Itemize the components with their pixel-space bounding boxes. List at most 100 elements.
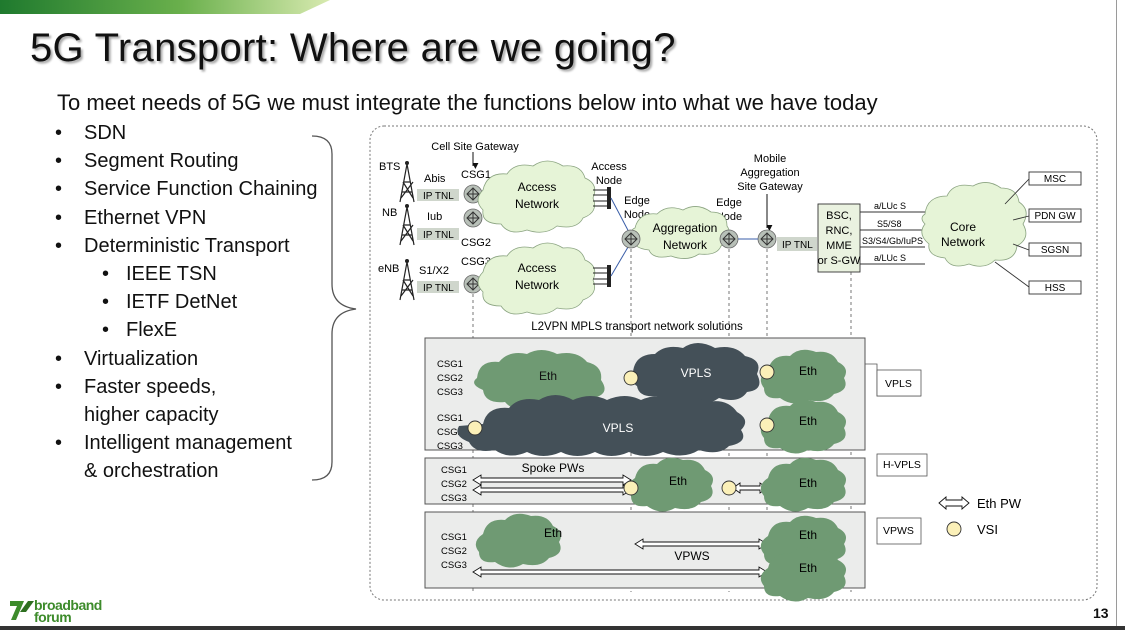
eth-label: Eth xyxy=(669,474,687,488)
mobile-agg-label-1: Mobile xyxy=(754,153,786,165)
ip-tnl-tag: IP TNL xyxy=(423,283,454,294)
bullet-text: Ethernet VPN xyxy=(84,206,207,229)
csg2-router-icon xyxy=(463,208,483,228)
bullet-dot: • xyxy=(55,234,63,257)
bts-label: BTS xyxy=(379,161,400,173)
slide-subtitle: To meet needs of 5G we must integrate th… xyxy=(57,90,878,115)
eth-label: Eth xyxy=(799,561,817,575)
access-network-label-2: Network xyxy=(515,278,560,292)
bullet-text: Deterministic Transport xyxy=(84,234,290,257)
bullet-dot: • xyxy=(55,206,63,229)
csg3-label: CSG3 xyxy=(437,441,463,452)
bullet-dot: • xyxy=(102,291,110,314)
msc-box xyxy=(1028,171,1082,186)
hss-box xyxy=(1028,280,1082,295)
csg1-label: CSG1 xyxy=(437,359,463,370)
legend-eth-pw: Eth PW xyxy=(977,496,1022,511)
svg-text:forum: forum xyxy=(34,609,71,624)
csg1-label: CSG1 xyxy=(441,465,467,476)
nb-tower-icon xyxy=(399,203,415,246)
aggregation-network-cloud xyxy=(631,206,731,259)
controller-label-4: or S-GW xyxy=(818,255,861,267)
access-network-label-2: Network xyxy=(515,197,560,211)
svg-text:broadband: broadband xyxy=(34,598,102,613)
iub-label: Iub xyxy=(427,211,442,223)
page-number: 13 xyxy=(1093,605,1109,621)
vpls-tag-label: VPLS xyxy=(885,378,912,390)
core-network-label-1: Core xyxy=(950,220,976,234)
vsi-icon xyxy=(467,420,483,436)
eth-label: Eth xyxy=(544,526,562,540)
vpws-tag xyxy=(876,517,922,545)
access-node-label-2: Node xyxy=(596,175,622,187)
eth-cloud xyxy=(760,349,846,404)
enb-tower-icon xyxy=(399,258,415,301)
bullet-text: SDN xyxy=(84,122,127,144)
access-network-cloud-2 xyxy=(477,242,596,315)
eth-pw-legend-icon xyxy=(938,496,970,510)
iface-label-1: a/LUc S xyxy=(874,201,906,211)
eth-cloud xyxy=(475,513,561,568)
bullet-text: & orchestration xyxy=(84,460,219,483)
h-vpls-tag-label: H-VPLS xyxy=(883,459,921,471)
core-network-label-2: Network xyxy=(941,235,986,249)
aggregation-network-label-1: Aggregation xyxy=(653,221,718,235)
aggregation-network-label-2: Network xyxy=(663,238,708,252)
h-vpls-tag xyxy=(876,453,928,477)
bullet-text: Virtualization xyxy=(84,347,199,370)
csg2-label: CSG2 xyxy=(441,546,467,557)
iface-label-3: S3/S4/Gb/IuPS xyxy=(862,236,923,246)
bottom-rule xyxy=(0,626,1125,630)
vpws-tag-label: VPWS xyxy=(883,525,914,537)
csg3-label: CSG3 xyxy=(461,256,491,268)
edge-router-2-icon xyxy=(719,229,739,249)
bullet-dot: • xyxy=(55,432,63,455)
eth-label: Eth xyxy=(539,369,557,383)
slide-right-border xyxy=(1116,0,1125,630)
core-network-cloud xyxy=(921,182,1027,267)
cell-site-gateway-label: Cell Site Gateway xyxy=(431,141,519,153)
broadband-forum-logo: broadband forum xyxy=(10,598,102,624)
eth-cloud xyxy=(760,547,846,602)
bullet-dot: • xyxy=(55,150,63,173)
vsi-icon xyxy=(623,370,639,386)
vpws-label: VPWS xyxy=(674,549,709,563)
bullet-text: IEEE TSN xyxy=(126,262,217,285)
iface-label-2: S5/S8 xyxy=(877,219,902,229)
sgsn-label: SGSN xyxy=(1041,245,1069,256)
s1x2-label: S1/X2 xyxy=(419,265,449,277)
csg1-label: CSG1 xyxy=(441,532,467,543)
eth-cloud xyxy=(474,350,605,410)
mobile-agg-label-3: Site Gateway xyxy=(737,181,803,193)
msc-label: MSC xyxy=(1044,174,1066,185)
csg1-label: CSG1 xyxy=(437,413,463,424)
nb-label: NB xyxy=(382,207,397,219)
transport-diagram: Cell Site Gateway Access Node Edge Node … xyxy=(369,125,1098,602)
diagram-frame xyxy=(369,125,1098,601)
bullet-text: IETF DetNet xyxy=(126,291,238,314)
bullet-dot: • xyxy=(102,319,110,342)
vsi-icon xyxy=(623,480,639,496)
vpls-tag xyxy=(876,369,922,397)
edge-node-1-label-1: Edge xyxy=(624,195,650,207)
controller-box xyxy=(817,203,861,273)
top-accent-bar xyxy=(0,0,330,14)
csg1-label: CSG1 xyxy=(461,169,491,181)
controller-label-2: RNC, xyxy=(826,225,853,237)
eth-label: Eth xyxy=(799,476,817,490)
iface-label-4: a/LUc S xyxy=(874,253,906,263)
access-network-label-1: Access xyxy=(518,261,557,275)
eth-cloud xyxy=(760,457,846,512)
bullet-text: FlexE xyxy=(126,319,178,342)
spoke-pws-label: Spoke PWs xyxy=(522,461,585,475)
bullet-dot: • xyxy=(55,347,63,370)
eth-label: Eth xyxy=(799,414,817,428)
vpls-cloud xyxy=(629,343,760,404)
vpls-label: VPLS xyxy=(681,366,712,380)
vpls-label: VPLS xyxy=(603,421,634,435)
controller-label-1: BSC, xyxy=(826,210,852,222)
pdn-gw-label: PDN GW xyxy=(1034,211,1076,222)
vsi-icon xyxy=(721,480,737,496)
eth-cloud xyxy=(627,457,713,512)
mobile-agg-router-icon xyxy=(757,229,777,249)
